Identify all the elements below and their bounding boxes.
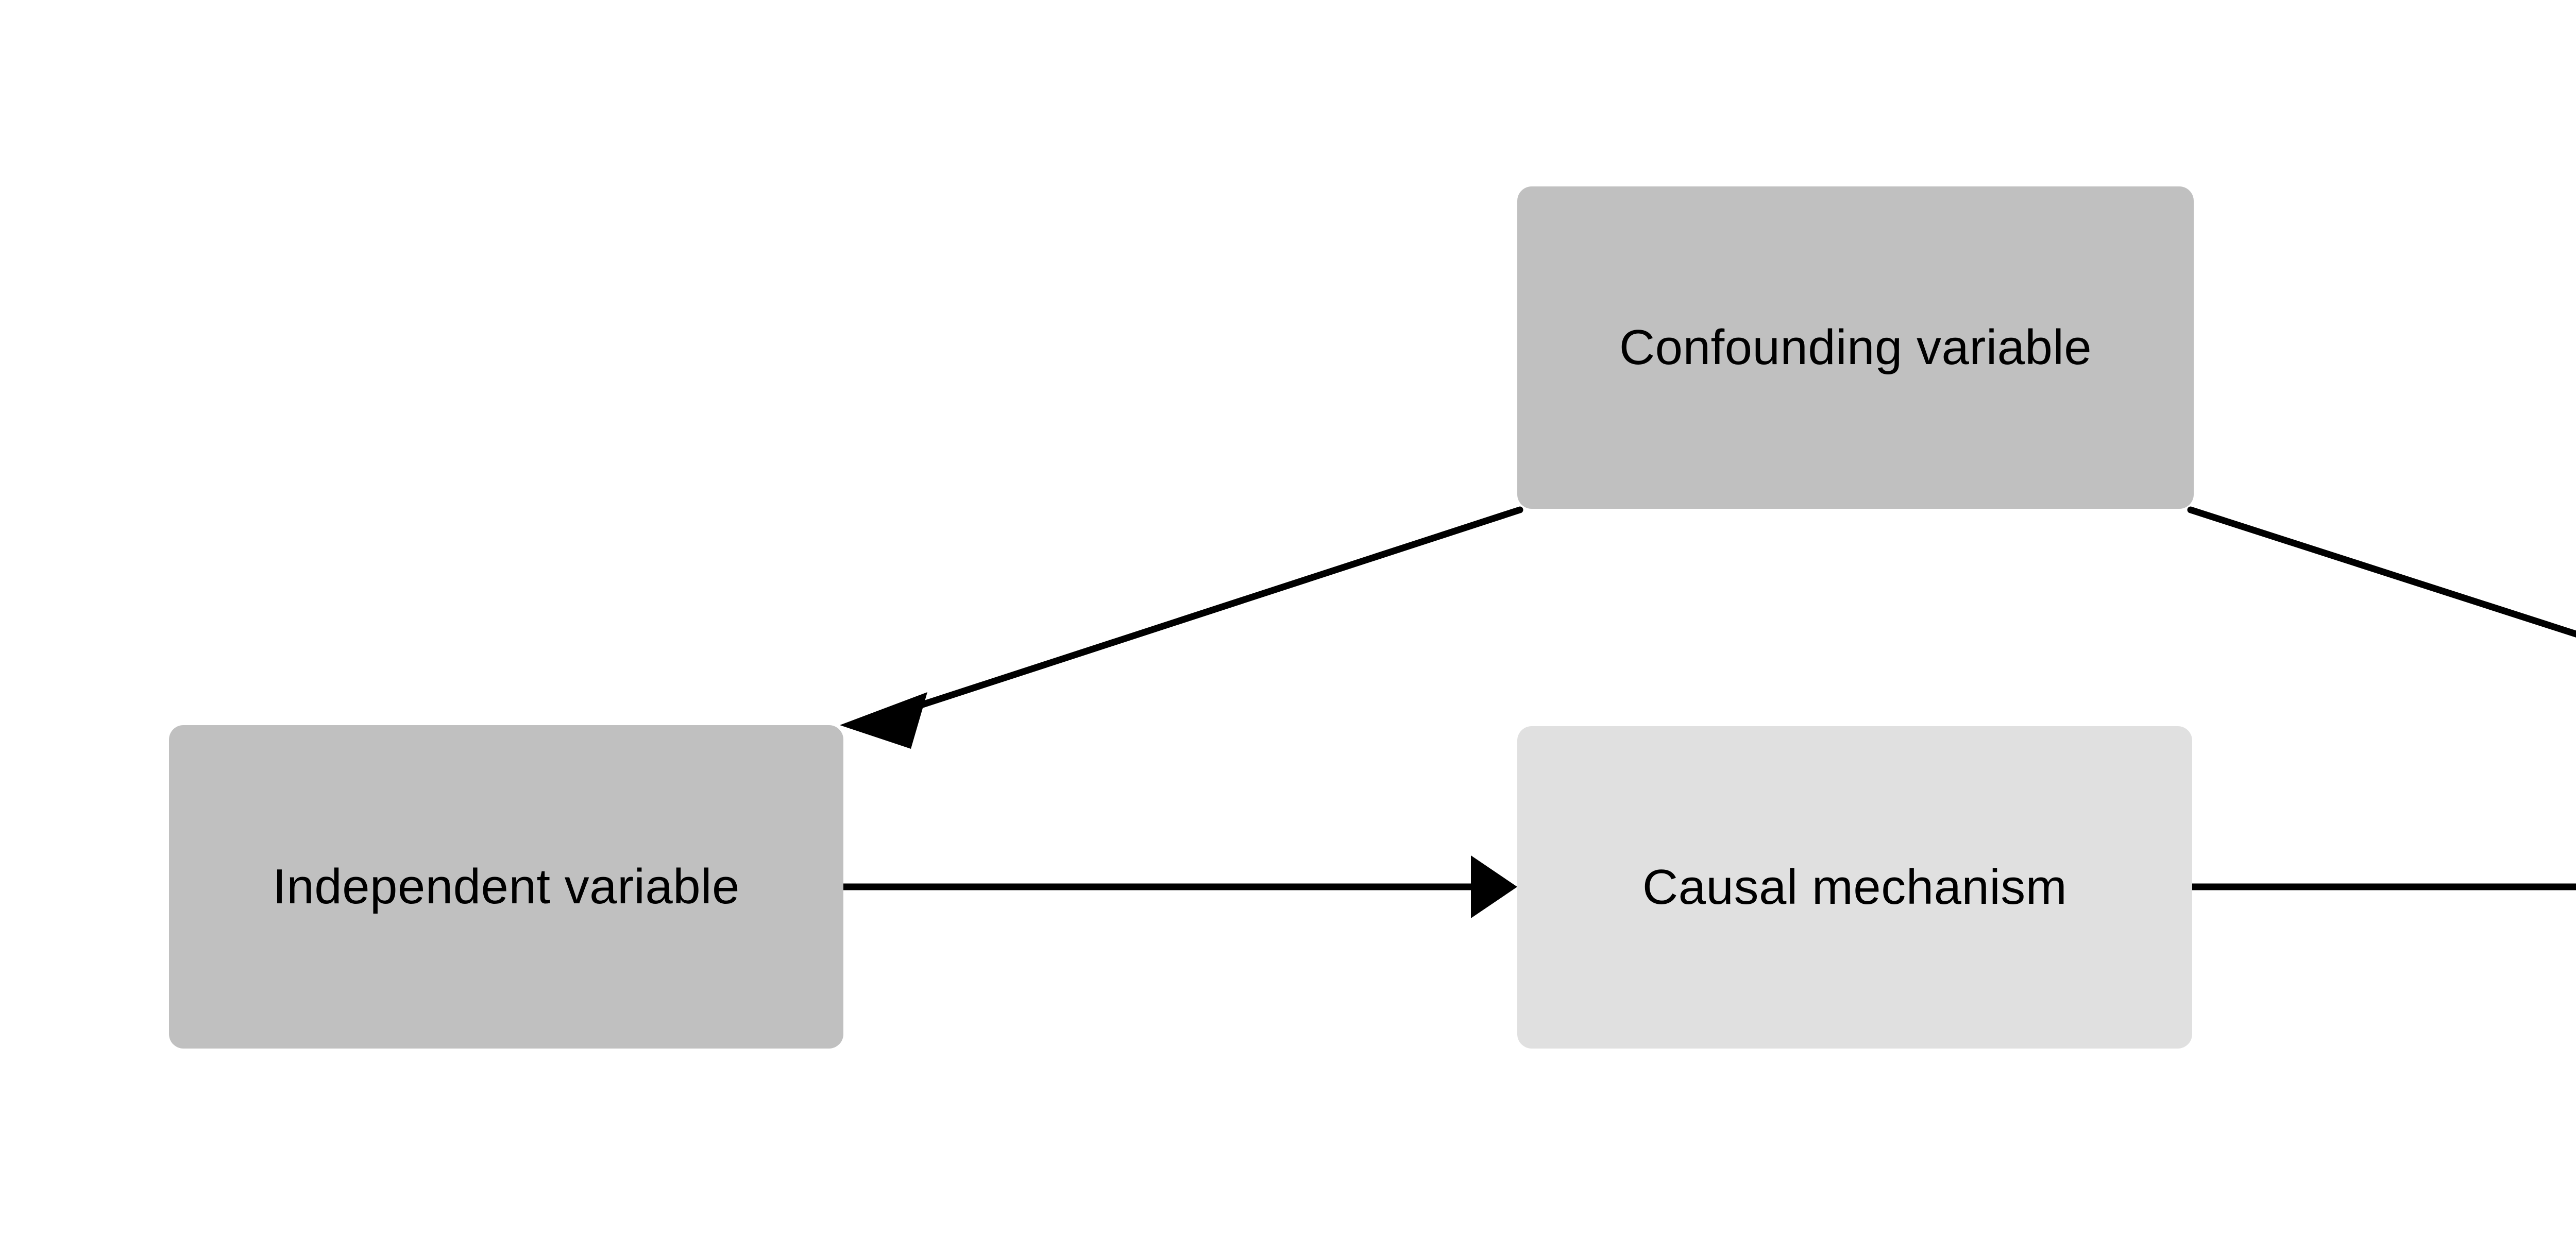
node-label: Independent variable <box>273 859 740 915</box>
arrowhead-icon <box>840 692 927 749</box>
node-label: Causal mechanism <box>1642 860 2067 915</box>
arrowhead-icon <box>1471 855 1517 918</box>
edge-line <box>2187 506 2576 638</box>
node-causal-mechanism[interactable]: Causal mechanism <box>1517 726 2192 1049</box>
node-label: Confounding variable <box>1619 320 2092 375</box>
node-independent-variable[interactable]: Independent variable <box>169 725 843 1049</box>
edge-independent-to-mechanism[interactable] <box>843 855 1517 918</box>
edge-mechanism-to-dependent[interactable] <box>2192 855 2576 918</box>
edge-line <box>903 506 1523 713</box>
edge-confounding-to-independent[interactable] <box>840 506 1523 749</box>
node-confounding-variable[interactable]: Confounding variable <box>1517 186 2194 509</box>
edge-confounding-to-dependent[interactable] <box>2187 506 2576 751</box>
